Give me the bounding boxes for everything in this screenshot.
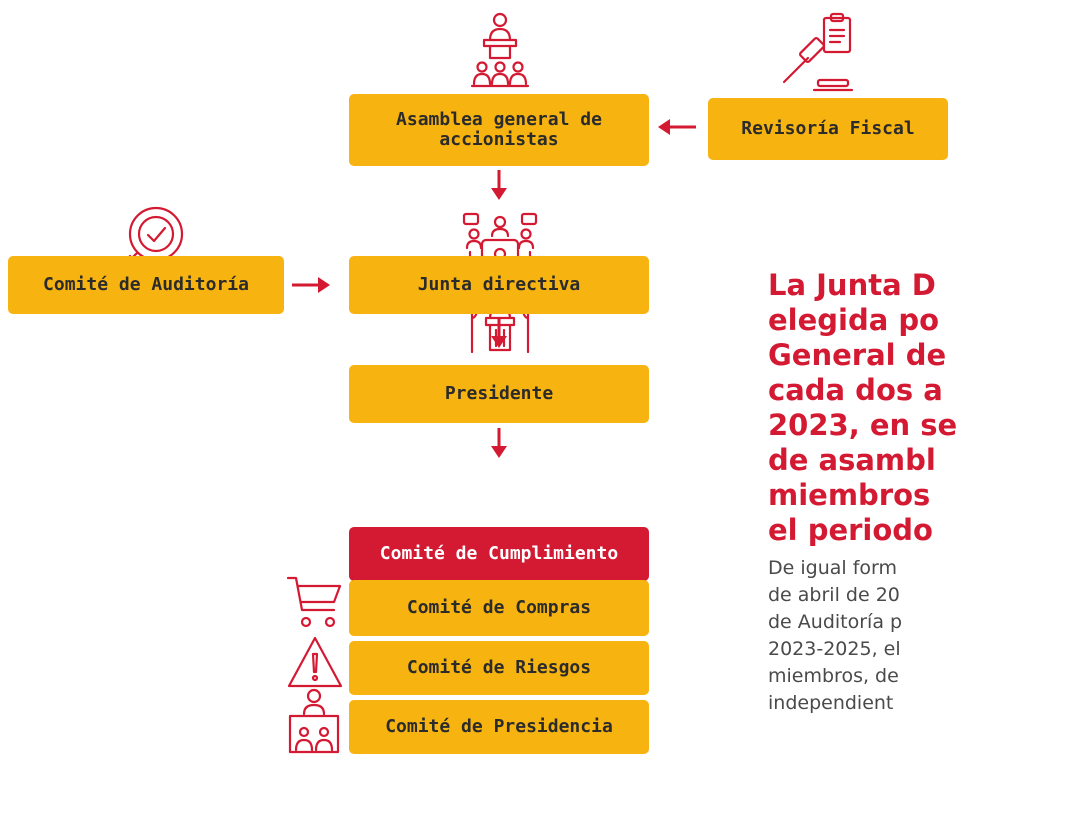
node-presidencia-label: Comité de Presidencia: [385, 716, 613, 737]
meeting-table-icon: [462, 212, 538, 277]
arrow-junta-to-presidente: [491, 318, 507, 348]
node-asamblea: Asamblea general de accionistas: [349, 94, 649, 166]
node-riesgos: Comité de Riesgos: [349, 641, 649, 695]
side-headline: La Junta D elegida po General de cada do…: [768, 268, 958, 547]
arrow-presidente-to-comites: [491, 428, 507, 458]
shopping-cart-icon: [286, 576, 342, 628]
node-riesgos-label: Comité de Riesgos: [406, 657, 592, 678]
warning-triangle-icon: [287, 636, 343, 688]
arrow-revisoria-to-asamblea: [658, 119, 696, 135]
node-compras-label: Comité de Compras: [406, 597, 592, 618]
node-presidente-label: Presidente: [444, 383, 554, 404]
node-revisoria: Revisoría Fiscal: [708, 98, 948, 160]
node-cumplimiento-label: Comité de Cumplimiento: [379, 543, 619, 564]
speaker-podium-audience-icon: [470, 12, 530, 88]
node-auditoria: Comité de Auditoría: [8, 256, 284, 314]
side-paragraph: De igual form de abril de 20 de Auditorí…: [768, 557, 903, 714]
node-revisoria-label: Revisoría Fiscal: [741, 118, 915, 139]
node-auditoria-label: Comité de Auditoría: [43, 274, 249, 295]
node-junta: Junta directiva: [349, 256, 649, 314]
gavel-document-icon: [782, 12, 854, 92]
node-compras: Comité de Compras: [349, 580, 649, 636]
node-presidencia: Comité de Presidencia: [349, 700, 649, 754]
arrow-auditoria-to-junta: [292, 277, 330, 293]
node-presidente: Presidente: [349, 365, 649, 423]
node-asamblea-label: Asamblea general de accionistas: [396, 109, 602, 150]
node-cumplimiento: Comité de Cumplimiento: [349, 527, 649, 581]
arrow-asamblea-to-junta: [491, 170, 507, 200]
committee-people-icon: [288, 688, 340, 754]
node-junta-label: Junta directiva: [417, 274, 581, 295]
